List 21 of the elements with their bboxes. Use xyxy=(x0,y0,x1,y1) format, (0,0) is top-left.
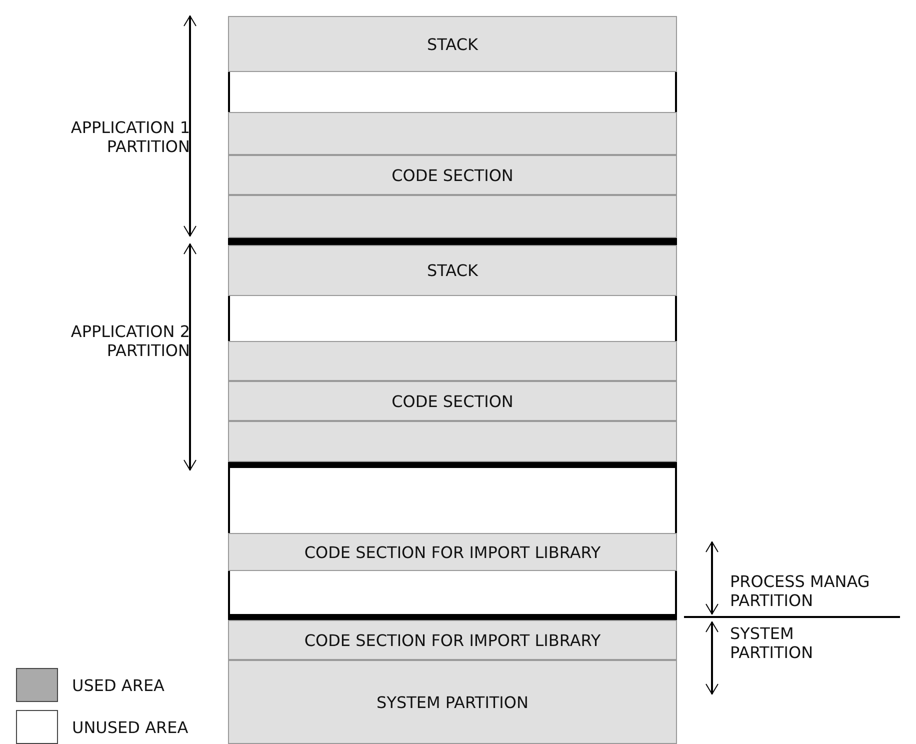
used-memory-block xyxy=(228,112,677,155)
used-memory-block xyxy=(228,341,677,381)
memory-segment: STACK xyxy=(228,16,677,72)
unused-memory-block xyxy=(228,72,677,112)
partition-label: APPLICATION 1 PARTITION xyxy=(70,118,190,156)
memory-segment: CODE SECTION FOR IMPORT LIBRARY xyxy=(228,620,677,660)
legend-label: UNUSED AREA xyxy=(72,718,188,737)
partition-label: APPLICATION 2 PARTITION xyxy=(70,322,190,360)
partition-label: SYSTEM PARTITION xyxy=(730,624,814,662)
memory-segment: CODE SECTION FOR IMPORT LIBRARY xyxy=(228,533,677,571)
unused-memory-block xyxy=(228,571,677,614)
legend-label: USED AREA xyxy=(72,676,164,695)
partition-label: PROCESS MANAG PARTITION xyxy=(730,572,871,610)
used-memory-block xyxy=(228,421,677,462)
unused-memory-block xyxy=(228,468,677,533)
unused-memory-block xyxy=(228,296,677,341)
memory-segment: CODE SECTION xyxy=(228,381,677,421)
used-memory-block xyxy=(228,195,677,238)
memory-segment: STACK xyxy=(228,245,677,296)
memory-segment: SYSTEM PARTITION xyxy=(228,660,677,744)
memory-segment: CODE SECTION xyxy=(228,155,677,195)
